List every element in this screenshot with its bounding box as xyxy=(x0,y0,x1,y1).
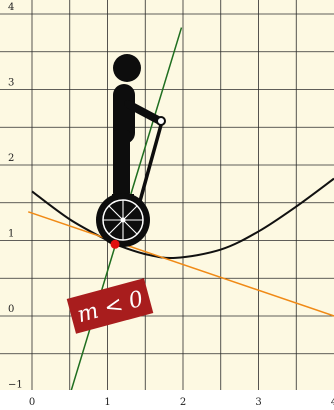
plot-background xyxy=(0,0,334,390)
wheel-spoke xyxy=(122,219,138,235)
rider-torso xyxy=(113,84,135,144)
y-tick-label: 0 xyxy=(8,304,14,315)
x-tick-label: 3 xyxy=(255,397,261,408)
y-tick-label: 4 xyxy=(8,2,14,13)
wheel-spokes xyxy=(103,200,143,240)
x-tick-label: 2 xyxy=(180,397,186,408)
wheel-hub xyxy=(120,217,126,223)
wheel-spoke xyxy=(122,205,138,221)
y-tick-label: −1 xyxy=(8,380,23,391)
grid xyxy=(0,0,334,390)
x-tick-label: 4 xyxy=(331,397,334,408)
y-axis-tick-labels: −1 0 1 2 3 4 xyxy=(8,2,23,391)
x-axis-tick-labels: 0 1 2 3 4 xyxy=(29,397,334,408)
y-tick-label: 2 xyxy=(8,153,14,164)
tangency-point xyxy=(110,239,120,249)
y-tick-label: 1 xyxy=(8,229,14,240)
orange-tangent-line xyxy=(27,211,334,317)
rider-arm xyxy=(124,100,164,125)
y-tick-label: 3 xyxy=(8,78,14,89)
x-tick-label: 0 xyxy=(29,397,35,408)
slope-badge-background xyxy=(66,278,154,334)
rider-legs xyxy=(113,130,130,196)
x-tick-label: 1 xyxy=(104,397,110,408)
segway-rider-icon xyxy=(96,54,166,247)
handlebar-grip xyxy=(156,116,166,126)
wheel-spoke xyxy=(108,205,124,221)
rider-head xyxy=(113,54,141,82)
segway-stem xyxy=(135,124,163,213)
wheel-spoke xyxy=(108,219,124,235)
